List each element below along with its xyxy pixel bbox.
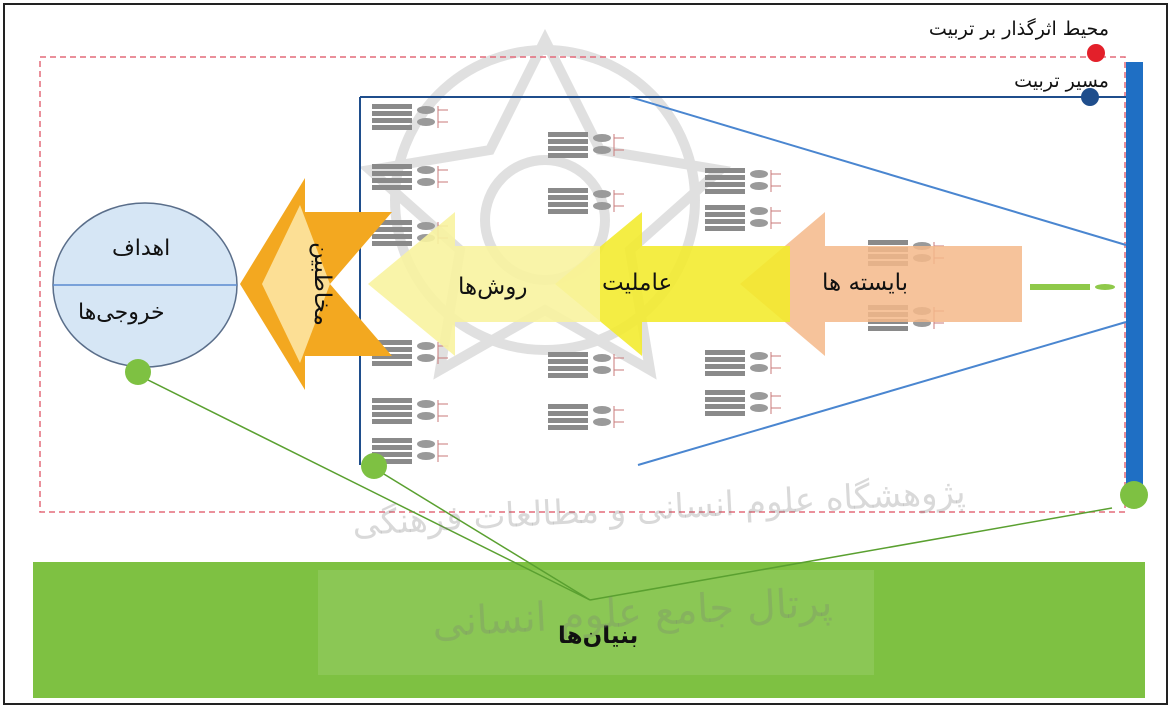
environment-box	[39, 56, 1126, 513]
foundation-connectors	[137, 374, 1113, 601]
foundation-bar	[33, 562, 1145, 698]
arrow-amelyat	[555, 212, 790, 356]
goals-label: اهداف	[112, 236, 171, 261]
bayesteh-label: بایسته ها	[822, 270, 909, 296]
foundation-label: بنیان‌ها	[558, 623, 639, 649]
mokhatab-label: مخاطبین	[308, 242, 335, 326]
axis-bar	[1126, 62, 1143, 492]
arrow-bayesteh	[740, 212, 1022, 356]
legend-path-label: مسیر تربیت	[1014, 70, 1109, 92]
goal-node	[125, 359, 151, 385]
amelyat-label: عاملیت	[602, 270, 673, 296]
outputs-label: خروجی‌ها	[78, 300, 165, 325]
arrow-mokhatab-tip	[262, 205, 330, 363]
funnel-bottom-line	[637, 321, 1127, 466]
ravesh-label: روش‌ها	[458, 274, 528, 300]
legend-path-dot	[1081, 88, 1099, 106]
legend-environment-dot	[1087, 44, 1105, 62]
arrow-ravesh	[368, 212, 600, 356]
funnel-top-line	[629, 96, 1127, 246]
axis-node	[1120, 481, 1148, 509]
tree-node	[361, 453, 387, 479]
legend-environment-label: محیط اثرگذار بر تربیت	[928, 18, 1109, 40]
root-arrow	[1030, 284, 1115, 290]
outer-border	[3, 3, 1168, 705]
foundation-highlight	[318, 570, 874, 675]
